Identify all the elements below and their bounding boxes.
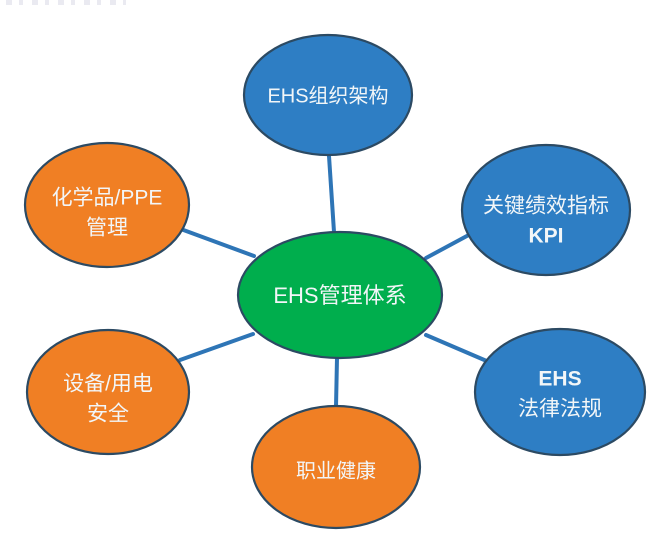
node-shape[interactable] xyxy=(242,33,414,157)
node-ehs-organization-structure[interactable]: EHS组织架构 xyxy=(242,33,414,157)
node-label-line1: 关键绩效指标 xyxy=(483,195,609,218)
node-shape[interactable] xyxy=(250,404,422,530)
node-shape[interactable] xyxy=(460,143,632,277)
node-chemical-ppe-management[interactable]: 化学品/PPE 管理 xyxy=(23,141,191,269)
node-key-performance-indicators[interactable]: 关键绩效指标 KPI xyxy=(460,143,632,277)
node-ehs-laws-and-regulations[interactable]: EHS 法律法规 xyxy=(473,327,647,457)
node-label-line2: 安全 xyxy=(87,403,129,426)
connector-center-to-health xyxy=(334,356,339,409)
node-shape[interactable] xyxy=(23,141,191,269)
connector-center-to-regulations xyxy=(424,333,491,364)
node-label-line1: 化学品/PPE xyxy=(52,187,163,210)
node-label-line1: EHS组织架构 xyxy=(267,84,388,107)
node-label-line1: 职业健康 xyxy=(296,459,376,482)
node-label-line1: 设备/用电 xyxy=(63,373,153,396)
node-label-line2: 法律法规 xyxy=(518,398,602,421)
center-node-shape[interactable] xyxy=(236,230,444,360)
top-edge-artifact xyxy=(6,0,126,5)
node-label-line1: EHS xyxy=(538,368,581,391)
node-equipment-electrical-safety[interactable]: 设备/用电 安全 xyxy=(25,328,191,456)
node-occupational-health[interactable]: 职业健康 xyxy=(250,404,422,530)
center-node-label: EHS管理体系 xyxy=(273,283,406,308)
node-label-line2: KPI xyxy=(528,225,563,248)
node-label-line2: 管理 xyxy=(86,217,128,240)
node-shape[interactable] xyxy=(473,327,647,457)
connector-center-to-chemical xyxy=(176,226,256,258)
connector-center-to-org xyxy=(327,154,336,234)
connector-center-to-equipment xyxy=(178,332,255,362)
node-ehs-management-system[interactable]: EHS管理体系 xyxy=(236,230,444,360)
node-shape[interactable] xyxy=(25,328,191,456)
